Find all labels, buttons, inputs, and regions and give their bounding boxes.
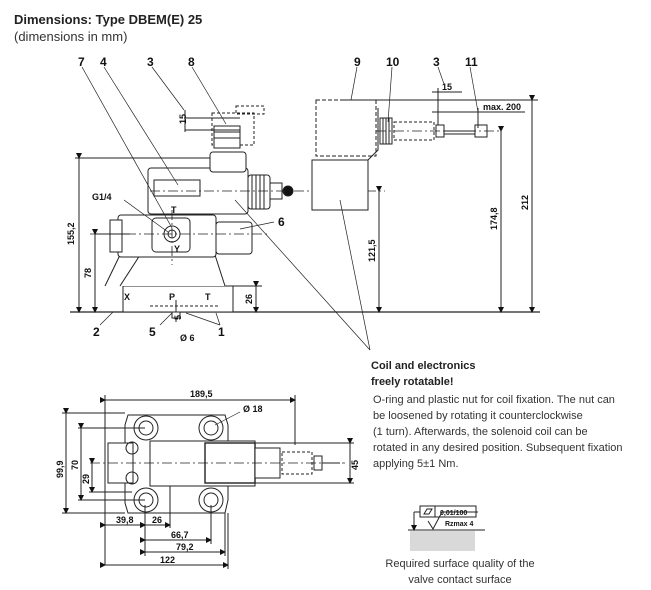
dim-diameter-18: Ø 18: [243, 404, 263, 414]
page-subtitle: (dimensions in mm): [14, 29, 128, 44]
heading-line: freely rotatable!: [371, 376, 454, 388]
subplate: [122, 285, 234, 313]
port-t-top: T: [171, 205, 177, 215]
note-line: (1 turn). Afterwards, the solenoid coil …: [373, 426, 588, 438]
item-label-4: 4: [100, 55, 107, 69]
heading-line: Coil and electronics: [371, 360, 476, 372]
dim-29: 29: [81, 474, 91, 484]
item-label-3: 3: [147, 55, 154, 69]
item-label-2: 2: [93, 325, 100, 339]
coil-fixation-note: O-ring and plastic nut for coil fixation…: [373, 392, 651, 472]
dim-99-9: 99,9: [55, 460, 65, 478]
dim-15-left: 15: [178, 114, 188, 124]
dim-diameter-6: Ø 6: [180, 333, 195, 343]
note-line: applying 5±1 Nm.: [373, 458, 459, 470]
item-label-7: 7: [78, 55, 85, 69]
dim-max-200: max. 200: [483, 102, 521, 112]
caption-line: valve contact surface: [408, 574, 512, 586]
dim-212: 212: [520, 195, 530, 210]
dim-174-8: 174,8: [489, 207, 499, 230]
flatness-value: 0,01/100: [440, 510, 467, 517]
item-label-1: 1: [218, 325, 225, 339]
note-line: rotated in any desired position. Subsequ…: [373, 442, 623, 454]
dim-155-2: 155,2: [66, 222, 76, 245]
dim-121-5: 121,5: [367, 239, 377, 262]
page-title: Dimensions: Type DBEM(E) 25: [14, 12, 203, 27]
port-t-bottom: T: [205, 292, 211, 302]
item-label-8: 8: [188, 55, 195, 69]
item-label-11: 11: [465, 55, 478, 69]
top-view: [62, 395, 354, 569]
dim-189-5: 189,5: [190, 389, 213, 399]
coil-9: [311, 159, 369, 211]
item-label-10: 10: [386, 55, 400, 69]
dim-66-7: 66,7: [171, 530, 189, 540]
dim-122: 122: [160, 555, 175, 565]
dim-45: 45: [350, 460, 360, 470]
caption-line: Required surface quality of the: [385, 558, 535, 570]
surface-quality-symbol: [408, 505, 485, 551]
side-view: [70, 66, 540, 351]
dim-39-8: 39,8: [116, 515, 134, 525]
coil-rotatable-heading: Coil and electronics freely rotatable!: [371, 358, 476, 390]
solenoid-6: [215, 221, 253, 255]
item-label-9: 9: [354, 55, 361, 69]
port-g14: G1/4: [92, 192, 112, 202]
item-label-5: 5: [149, 325, 156, 339]
dim-26-top: 26: [152, 515, 162, 525]
dim-15-right: 15: [442, 82, 452, 92]
roughness-value: Rzmax 4: [445, 521, 474, 528]
dim-5: 5: [173, 315, 183, 320]
note-line: be loosened by rotating it counterclockw…: [373, 410, 583, 422]
item-label-3b: 3: [433, 55, 440, 69]
port-p: P: [169, 292, 175, 302]
port-y: Y: [174, 244, 180, 254]
note-line: O-ring and plastic nut for coil fixation…: [373, 394, 615, 406]
dim-70: 70: [70, 460, 80, 470]
surface-quality-caption: Required surface quality of the valve co…: [360, 556, 560, 588]
item-label-6: 6: [278, 215, 285, 229]
dim-79-2: 79,2: [176, 542, 194, 552]
dim-26-side: 26: [244, 294, 254, 304]
flatness-icon: [423, 508, 433, 515]
port-x: X: [124, 292, 130, 302]
dim-78: 78: [83, 268, 93, 278]
